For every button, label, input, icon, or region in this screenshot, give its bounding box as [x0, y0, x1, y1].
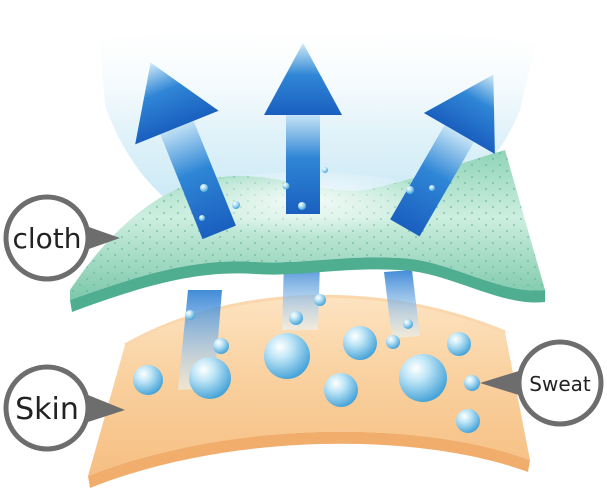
- vapor-arrows: [135, 43, 495, 240]
- droplet: [213, 338, 229, 354]
- droplet: [189, 357, 231, 399]
- droplet: [314, 294, 326, 306]
- callout-cloth: cloth: [3, 194, 120, 282]
- arrow-left: [135, 62, 236, 240]
- droplet: [133, 365, 163, 395]
- droplet: [386, 335, 400, 349]
- arrow-right: [390, 74, 495, 237]
- droplet: [464, 375, 480, 391]
- droplet: [185, 310, 195, 320]
- sweat-droplets: [133, 294, 480, 433]
- droplet: [324, 373, 358, 407]
- arrow-center: [264, 43, 342, 214]
- droplet: [343, 326, 377, 360]
- sweat-label: Sweat: [529, 372, 591, 396]
- skin-label: Skin: [15, 392, 79, 427]
- droplet: [264, 333, 310, 379]
- droplet: [456, 409, 480, 433]
- cloth-label: cloth: [12, 222, 81, 255]
- droplet: [403, 319, 413, 329]
- callout-skin: Skin: [3, 364, 125, 452]
- droplet: [399, 354, 447, 402]
- rising-droplets: [199, 167, 435, 221]
- droplet: [447, 332, 471, 356]
- callout-sweat: Sweat: [480, 339, 604, 427]
- droplet: [289, 311, 303, 325]
